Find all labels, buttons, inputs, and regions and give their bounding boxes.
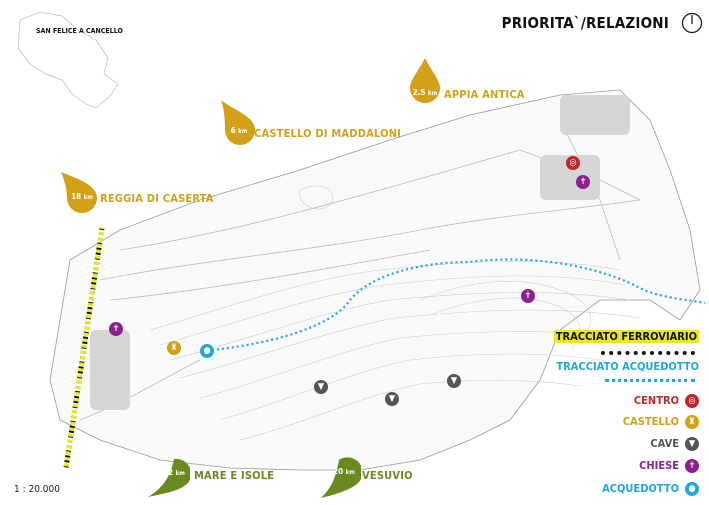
territory-outline (49, 89, 701, 471)
railway-line (63, 227, 105, 469)
pin-castello-maddaloni-label: CASTELLO DI MADDALONI (254, 127, 402, 140)
church-marker-icon[interactable]: ✝ (109, 322, 123, 336)
legend-centro-label: CENTRO (633, 394, 679, 407)
pin-vesuvio-distance: 20 km (333, 467, 355, 476)
legend-cave-label: CAVE (650, 437, 679, 450)
legend-acquedotto-label: ACQUEDOTTO (602, 482, 679, 495)
pin-reggia-caserta-label: REGGIA DI CASERTA (100, 192, 214, 205)
church-marker-icon[interactable]: ✝ (576, 175, 590, 189)
legend-castello-icon: ♜ (685, 415, 699, 429)
map-scale: 1 : 20.000 (14, 484, 60, 495)
legend-castello-label: CASTELLO (622, 415, 679, 428)
church-marker-icon[interactable]: ✝ (521, 289, 535, 303)
pin-mare-isole-distance: 22 km (163, 468, 185, 477)
pin-reggia-caserta-distance: 18 km (71, 192, 93, 201)
compass-icon (681, 12, 703, 34)
pin-appia-antica-label: APPIA ANTICA (444, 88, 525, 101)
centro-marker-icon[interactable]: ◎ (566, 156, 580, 170)
castle-marker-icon[interactable]: ♜ (167, 341, 181, 355)
pin-vesuvio-icon (321, 457, 361, 498)
locality-label: SAN FELICE A CANCELLO (36, 27, 123, 35)
pin-appia-antica-distance: 2.5 km (412, 88, 438, 97)
legend-aqueduct-path-label: TRACCIATO ACQUEDOTTO (556, 360, 699, 373)
pin-mare-isole-icon (148, 458, 190, 497)
page-title: PRIORITA`/RELAZIONI (501, 14, 669, 32)
legend-railway-label: TRACCIATO FERROVIARIO (553, 330, 699, 343)
pin-appia-antica-icon (410, 58, 440, 103)
legend-railway-swatch (601, 351, 695, 355)
quarry-marker-icon[interactable]: ▼ (447, 374, 461, 388)
pin-reggia-caserta-icon (61, 172, 97, 213)
quarry-marker-icon[interactable]: ▼ (314, 380, 328, 394)
legend-chiese-label: CHIESE (639, 459, 679, 472)
pin-mare-isole-label: MARE E ISOLE (194, 469, 275, 482)
legend-acquedotto-icon: ● (685, 482, 699, 496)
legend-chiese-icon: ✝ (685, 459, 699, 473)
pin-castello-maddaloni-distance: 6 km (230, 126, 248, 135)
aqueduct-marker-icon[interactable]: ● (200, 344, 214, 358)
pin-castello-maddaloni-icon (221, 100, 255, 145)
legend-centro-icon: ◎ (685, 394, 699, 408)
quarry-marker-icon[interactable]: ▼ (385, 392, 399, 406)
legend-aqueduct-path-swatch (605, 379, 695, 382)
legend-cave-icon: ▼ (685, 437, 699, 451)
pin-vesuvio-label: VESUVIO (362, 469, 413, 482)
region-inset-outline (17, 11, 119, 109)
